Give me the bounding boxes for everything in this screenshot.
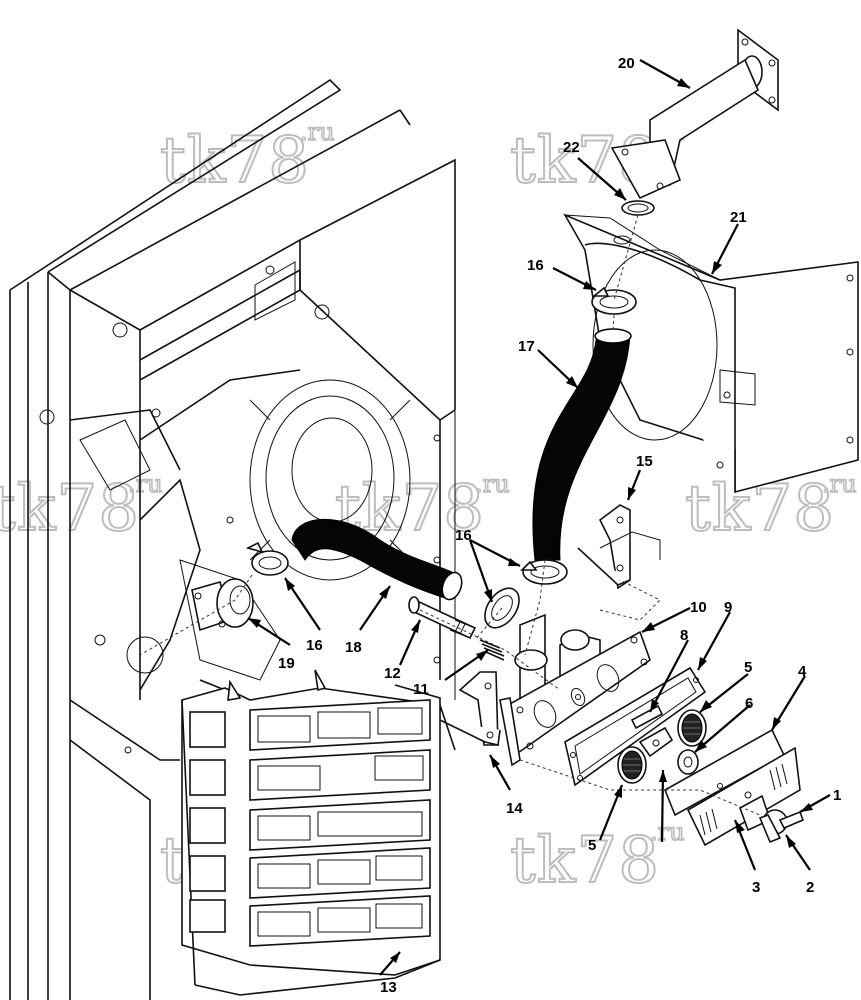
callout-19: 19 — [278, 655, 295, 672]
callout-17: 17 — [518, 338, 535, 355]
knob-assembly — [739, 794, 805, 844]
hose-clamp-left — [245, 541, 289, 576]
callout-14: 14 — [506, 800, 523, 817]
mount-bracket-left — [439, 671, 501, 746]
leader-lines — [247, 59, 831, 976]
mount-bracket-right — [577, 504, 661, 590]
callout-4: 4 — [798, 663, 807, 680]
callout-13: 13 — [380, 979, 397, 996]
screen-disc-lower — [617, 746, 647, 784]
callout-21: 21 — [730, 209, 747, 226]
grille-guard — [181, 669, 456, 996]
callout-12: 12 — [384, 665, 401, 682]
exhaust-outlet — [499, 613, 651, 767]
callout-5-lower: 5 — [588, 837, 596, 854]
exhaust-pipe — [610, 28, 779, 200]
callout-16-left: 16 — [306, 637, 323, 654]
elbow-flange — [191, 578, 254, 632]
chassis-frame — [9, 78, 456, 1000]
watermark-suffix: .ru — [128, 470, 163, 498]
washer — [677, 749, 699, 775]
callout-3: 3 — [752, 879, 760, 896]
screen-disc-upper — [677, 709, 707, 747]
watermark-text: tk78 — [510, 824, 660, 898]
pin — [630, 704, 664, 730]
callout-2: 2 — [806, 879, 814, 896]
callout-9: 9 — [724, 599, 732, 616]
alignment-lines — [139, 214, 761, 816]
hose-clamp-upper — [591, 286, 637, 315]
callout-6: 6 — [745, 695, 753, 712]
callout-16-middle: 16 — [455, 527, 472, 544]
seal-ring-inner — [627, 203, 649, 213]
callout-10: 10 — [690, 599, 707, 616]
hose-clamp-middle — [520, 559, 568, 585]
watermark-suffix: .ru — [300, 118, 335, 146]
callout-22: 22 — [563, 139, 580, 156]
perforated-plate — [686, 746, 801, 847]
callout-1: 1 — [833, 787, 841, 804]
callout-5-upper: 5 — [744, 659, 752, 676]
small-bracket — [638, 726, 674, 758]
seal-ring — [621, 200, 655, 216]
watermark-suffix: .ru — [822, 470, 857, 498]
flex-hose-lower — [291, 518, 463, 601]
callout-18: 18 — [345, 639, 362, 656]
callout-labels: 20 22 21 16 17 15 16 16 18 19 12 11 10 9… — [278, 55, 841, 996]
callout-11: 11 — [413, 681, 429, 698]
callout-20: 20 — [618, 55, 635, 72]
callout-8: 8 — [680, 627, 688, 644]
watermark-text: tk78 — [160, 124, 310, 198]
callout-15: 15 — [636, 453, 653, 470]
watermark-suffix: .ru — [475, 470, 510, 498]
callout-16-upper: 16 — [527, 257, 544, 274]
watermark-suffix: .ru — [650, 818, 685, 846]
